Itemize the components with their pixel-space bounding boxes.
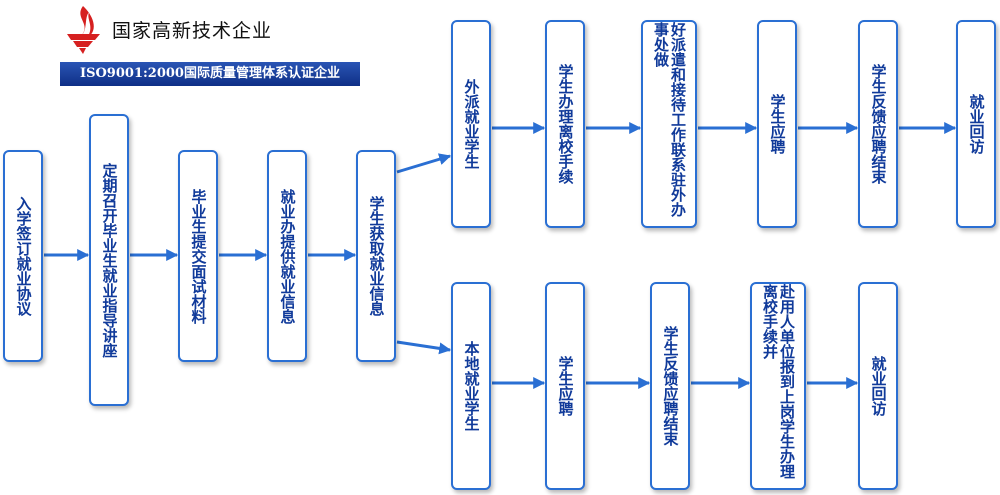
step-get-info: 学生获取就业信息 [356, 150, 396, 362]
arrow-info-to-local [396, 340, 452, 355]
step-local-students: 本地就业学生 [451, 282, 491, 490]
company-logo [67, 6, 100, 54]
step-apply-upper: 学生应聘 [757, 20, 797, 228]
step-guidance-lecture: 定期召开毕业生就业指导讲座 [89, 114, 129, 406]
step-feedback-lower: 学生反馈应聘结束 [650, 282, 690, 490]
step-contact-office: 好派遣和接待工作联系驻外办事处做 [641, 20, 697, 228]
company-title: 国家高新技术企业 [112, 20, 273, 42]
step-report-to-employer: 赴用人单位报到上岗学生办理离校手续并 [750, 282, 806, 490]
step-dispatched-students: 外派就业学生 [451, 20, 491, 228]
arrow-info-to-dispatched [396, 153, 452, 174]
step-submit-materials: 毕业生提交面试材料 [178, 150, 218, 362]
step-feedback-upper: 学生反馈应聘结束 [858, 20, 898, 228]
step-apply-lower: 学生应聘 [545, 282, 585, 490]
step-revisit-upper: 就业回访 [956, 20, 996, 228]
step-leave-procedure-upper: 学生办理离校手续 [545, 20, 585, 228]
step-sign-agreement: 入学签订就业协议 [3, 150, 43, 362]
iso-certification-banner: ISO9001:2000国际质量管理体系认证企业 [60, 62, 360, 86]
step-office-info: 就业办提供就业信息 [267, 150, 307, 362]
step-revisit-lower: 就业回访 [858, 282, 898, 490]
